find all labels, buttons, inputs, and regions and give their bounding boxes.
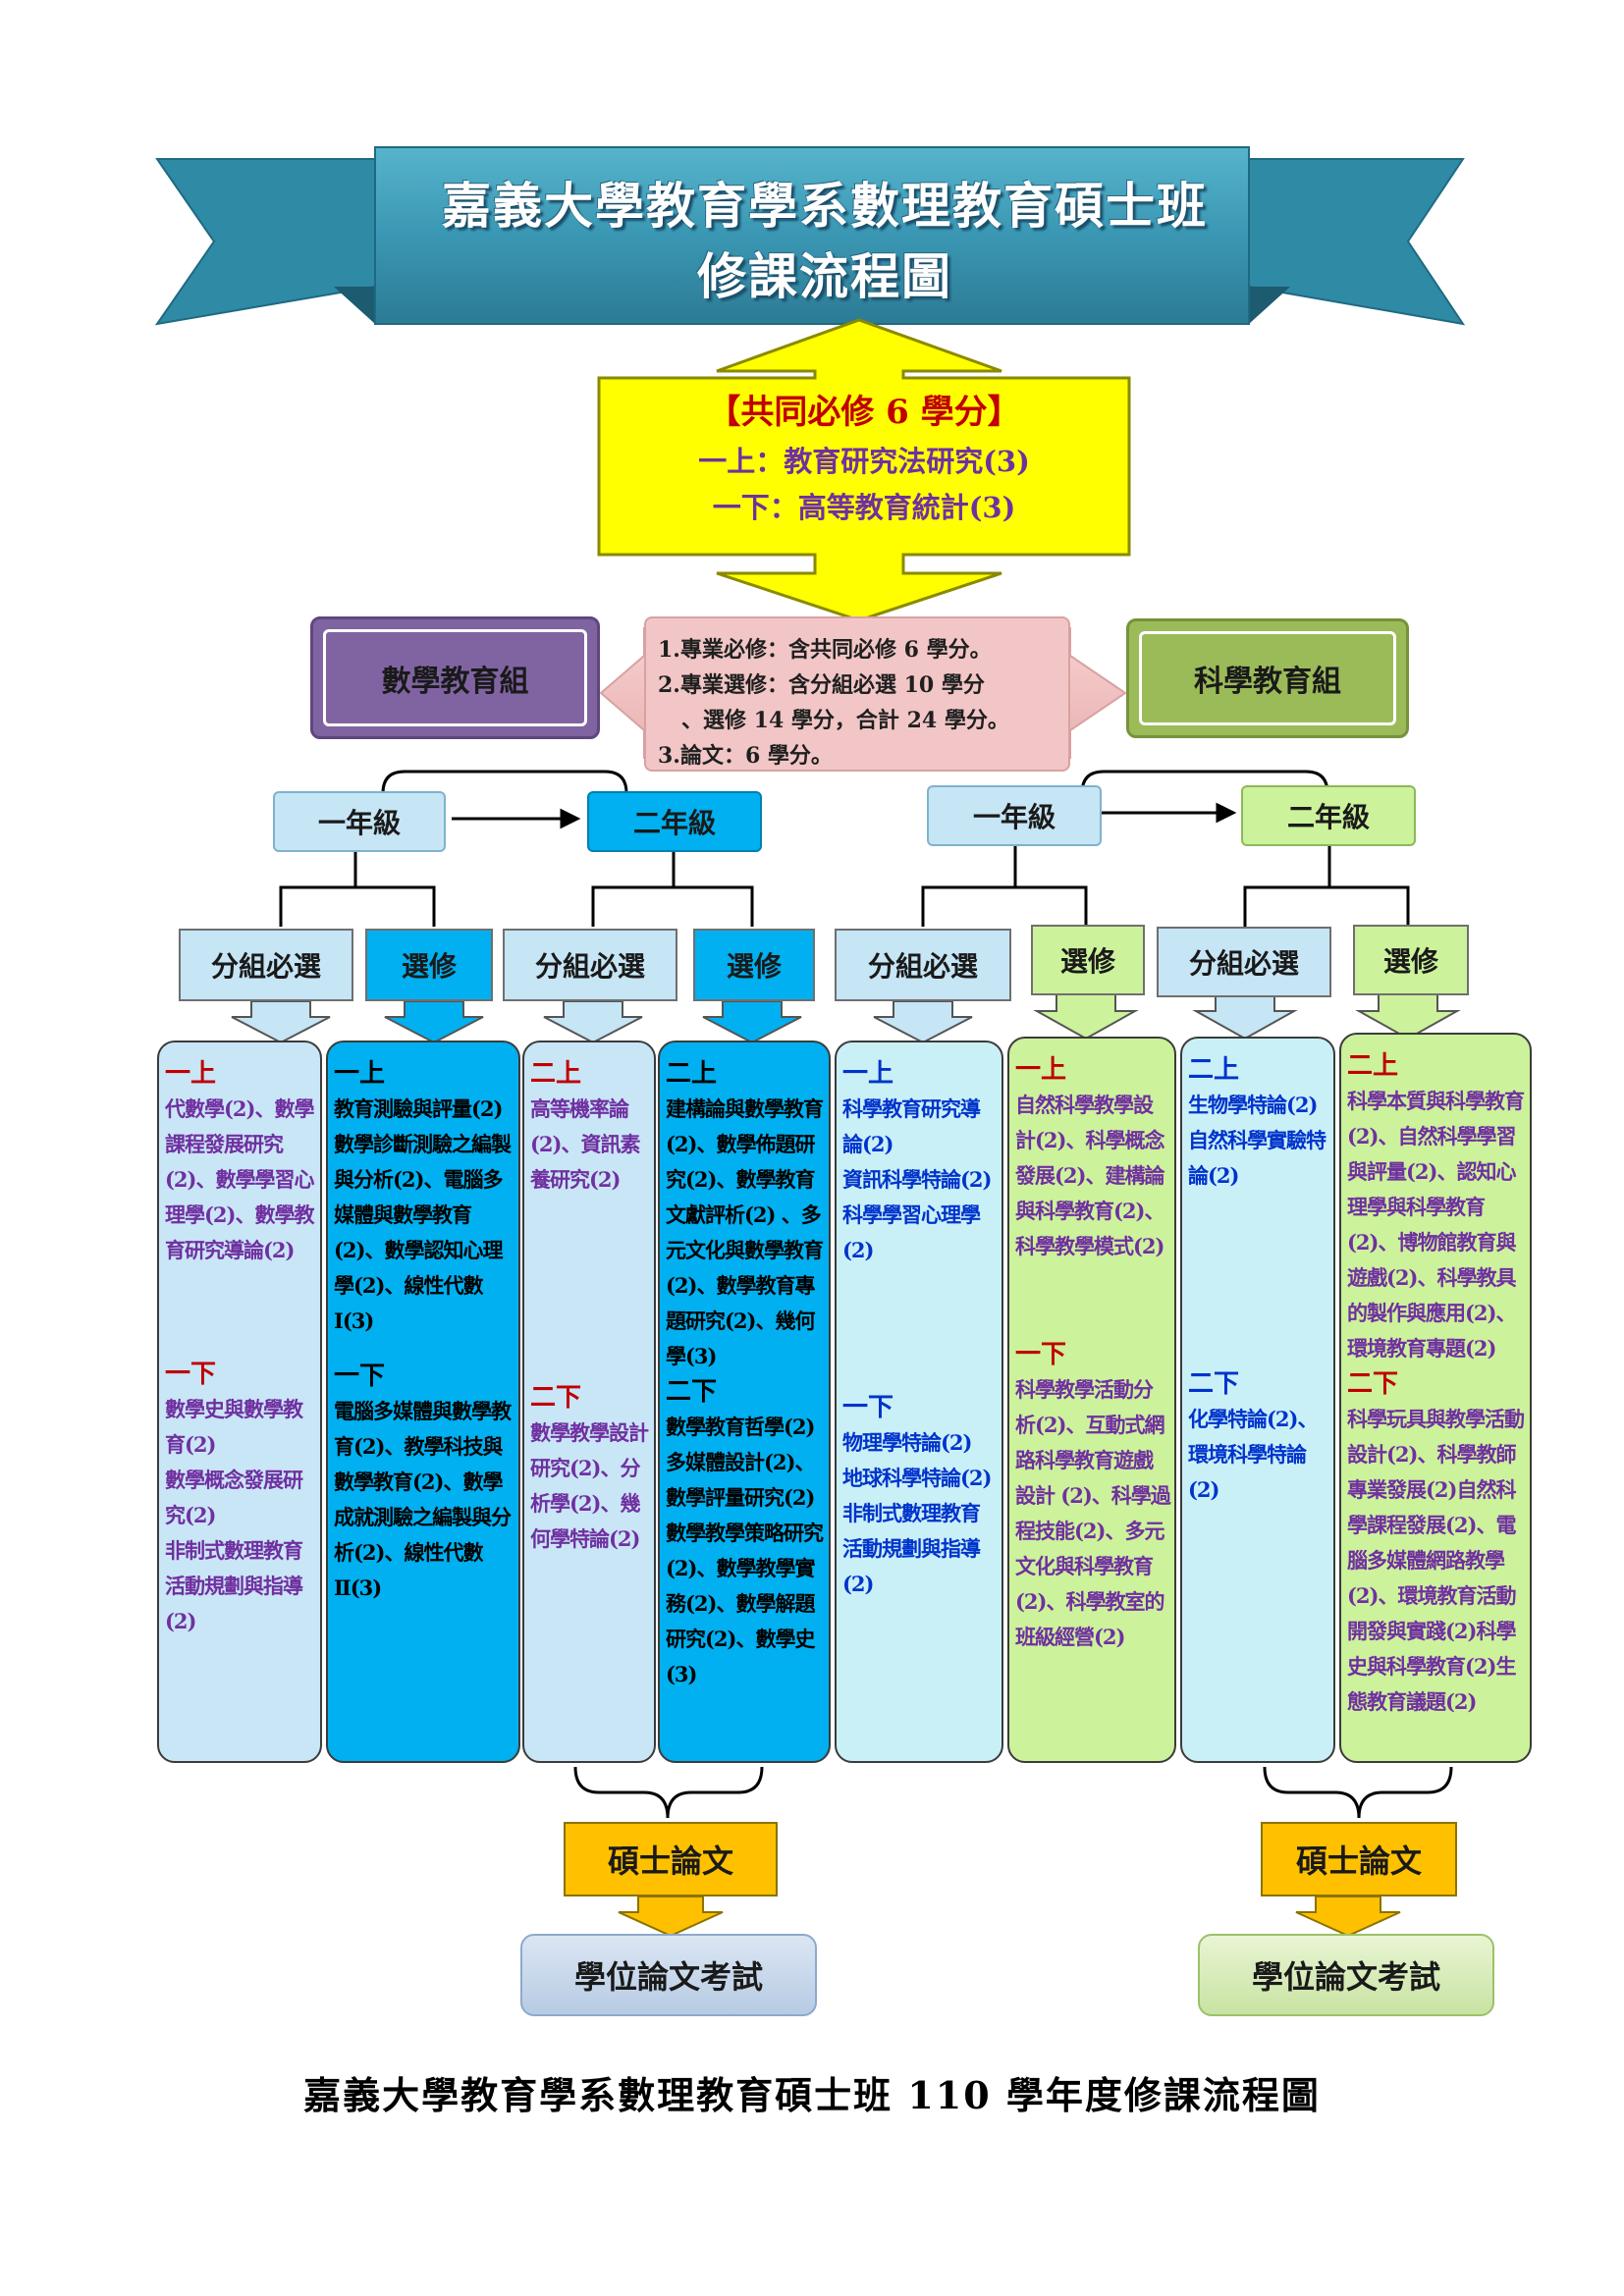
category-box: 選修 xyxy=(1353,925,1469,995)
group-connectors xyxy=(381,770,1329,794)
info-line: 3.論文：6 學分。 xyxy=(658,743,833,769)
term-label: 二上 xyxy=(666,1059,718,1089)
credit-info-box: 1.專業必修：含共同必修 6 學分。 2.專業選修：含分組必選 10 學分 、選… xyxy=(644,616,1070,772)
category-box: 選修 xyxy=(1031,925,1145,995)
term-label: 二上 xyxy=(1188,1055,1240,1085)
math-year1-box: 一年級 xyxy=(273,791,446,852)
course-list: 科學教育研究導論(2) 資訊科學特論(2) 科學學習心理學(2) xyxy=(842,1096,992,1262)
category-box: 分組必選 xyxy=(835,929,1011,1001)
course-list: 高等機率論(2)、資訊素養研究(2) xyxy=(530,1096,640,1192)
course-list: 物理學特論(2) 地球科學特論(2) 非制式數理教育活動規劃與指導(2) xyxy=(842,1430,992,1596)
course-list: 教育測驗與評量(2)數學診斷測驗之編製與分析(2)、電腦多媒體與數學教育(2)、… xyxy=(334,1096,512,1333)
banner-subtitle: 修課流程圖 xyxy=(697,247,952,305)
science-degree-exam-box: 學位論文考試 xyxy=(1198,1934,1494,2016)
term-label: 一下 xyxy=(165,1360,217,1389)
science-group-label: 科學教育組 xyxy=(1194,665,1341,699)
year-category-connectors xyxy=(279,846,1410,927)
course-list: 數學教育哲學(2)多媒體設計(2)、數學評量研究(2)數學教學策略研究(2)、數… xyxy=(666,1415,824,1686)
science-group-box: 科學教育組 xyxy=(1126,618,1409,738)
core-required-term2: 一下：高等教育統計(3) xyxy=(712,491,1016,524)
course-list: 數學教學設計研究(2)、分析學(2)、幾何學特論(2) xyxy=(530,1420,649,1551)
term-label: 二下 xyxy=(1347,1369,1399,1399)
math-year2-box: 二年級 xyxy=(587,791,762,852)
course-column-math-y2-elective: 二上 建構論與數學教育(2)、數學佈題研究(2)、數學教育文獻評析(2) 、多元… xyxy=(658,1041,831,1763)
term-label: 二上 xyxy=(1347,1051,1399,1081)
course-list: 科學教學活動分析(2)、互動式網路科學教育遊戲設計 (2)、科學過程技能(2)、… xyxy=(1015,1377,1171,1649)
course-column-math-y2-required: 二上 高等機率論(2)、資訊素養研究(2) 二下 數學教學設計研究(2)、分析學… xyxy=(522,1041,656,1763)
term-label: 二下 xyxy=(530,1383,582,1413)
title-banner xyxy=(154,146,1466,326)
term-label: 一下 xyxy=(334,1362,386,1391)
course-column-science-y2-required: 二上 生物學特論(2) 自然科學實驗特論(2) 二下 化學特論(2)、環境科學特… xyxy=(1180,1037,1335,1763)
category-box: 分組必選 xyxy=(179,929,353,1001)
category-box: 選修 xyxy=(693,929,815,1001)
math-group-label: 數學教育組 xyxy=(381,664,529,699)
math-thesis-box: 碩士論文 xyxy=(564,1822,778,1896)
course-list: 自然科學教學設計(2)、科學概念發展(2)、建構論與科學教育(2)、科學教學模式… xyxy=(1015,1093,1164,1258)
course-list: 代數學(2)、數學課程發展研究(2)、數學學習心理學(2)、數學教育研究導論(2… xyxy=(165,1096,314,1262)
course-list: 電腦多媒體與數學教育(2)、教學科技與數學教育(2)、數學成就測驗之編製與分析(… xyxy=(334,1399,512,1600)
course-column-math-y1-required: 一上 代數學(2)、數學課程發展研究(2)、數學學習心理學(2)、數學教育研究導… xyxy=(157,1041,322,1763)
year-arrows xyxy=(452,802,1237,829)
core-required-term1: 一上：教育研究法研究(3) xyxy=(698,445,1030,478)
course-list: 建構論與數學教育(2)、數學佈題研究(2)、數學教育文獻評析(2) 、多元文化與… xyxy=(666,1096,824,1368)
term-label: 一上 xyxy=(1015,1055,1067,1085)
category-box: 選修 xyxy=(365,929,493,1001)
banner-title: 嘉義大學教育學系數理教育碩士班 xyxy=(442,177,1208,235)
course-list: 科學玩具與教學活動設計(2)、科學教師專業發展(2)自然科學課程發展(2)、電腦… xyxy=(1347,1407,1525,1714)
term-label: 二下 xyxy=(1188,1369,1240,1399)
info-line: 1.專業必修：含共同必修 6 學分。 xyxy=(658,637,992,663)
core-required-title: 【共同必修 6 學分】 xyxy=(707,393,1021,432)
course-list: 數學史與數學教育(2) 數學概念發展研究(2) 非制式數理教育活動規劃與指導(2… xyxy=(165,1397,303,1633)
term-label: 一上 xyxy=(165,1059,217,1089)
course-list: 化學特論(2)、環境科學特論(2) xyxy=(1188,1407,1318,1502)
term-label: 一上 xyxy=(334,1059,386,1089)
category-box: 分組必選 xyxy=(503,929,677,1001)
page-caption: 嘉義大學教育學系數理教育碩士班 110 學年度修課流程圖 xyxy=(303,2073,1321,2117)
course-list: 生物學特論(2) 自然科學實驗特論(2) xyxy=(1188,1093,1326,1188)
course-column-science-y2-elective: 二上 科學本質與科學教育(2)、自然科學學習與評量(2)、認知心理學與科學教育(… xyxy=(1339,1033,1532,1763)
info-line: 2.專業選修：含分組必選 10 學分 xyxy=(658,672,985,698)
science-year2-box: 二年級 xyxy=(1241,785,1416,846)
term-label: 一下 xyxy=(842,1393,894,1422)
science-year1-box: 一年級 xyxy=(927,785,1102,846)
term-label: 一下 xyxy=(1015,1340,1067,1369)
term-label: 二下 xyxy=(666,1377,718,1407)
thesis-braces xyxy=(573,1766,1453,1819)
math-degree-exam-box: 學位論文考試 xyxy=(520,1934,817,2016)
course-column-math-y1-elective: 一上 教育測驗與評量(2)數學診斷測驗之編製與分析(2)、電腦多媒體與數學教育(… xyxy=(326,1041,520,1763)
course-list: 科學本質與科學教育(2)、自然科學學習與評量(2)、認知心理學與科學教育(2)、… xyxy=(1347,1089,1525,1361)
info-line: 、選修 14 學分，合計 24 學分。 xyxy=(681,708,1009,733)
course-column-science-y1-required: 一上 科學教育研究導論(2) 資訊科學特論(2) 科學學習心理學(2) 一下 物… xyxy=(835,1041,1003,1763)
course-column-science-y1-elective: 一上 自然科學教學設計(2)、科學概念發展(2)、建構論與科學教育(2)、科學教… xyxy=(1007,1037,1176,1763)
category-box: 分組必選 xyxy=(1157,927,1331,997)
thesis-arrows xyxy=(618,1896,1401,1938)
term-label: 二上 xyxy=(530,1059,582,1089)
math-group-box: 數學教育組 xyxy=(310,616,600,739)
term-label: 一上 xyxy=(842,1059,894,1089)
science-thesis-box: 碩士論文 xyxy=(1261,1822,1457,1896)
